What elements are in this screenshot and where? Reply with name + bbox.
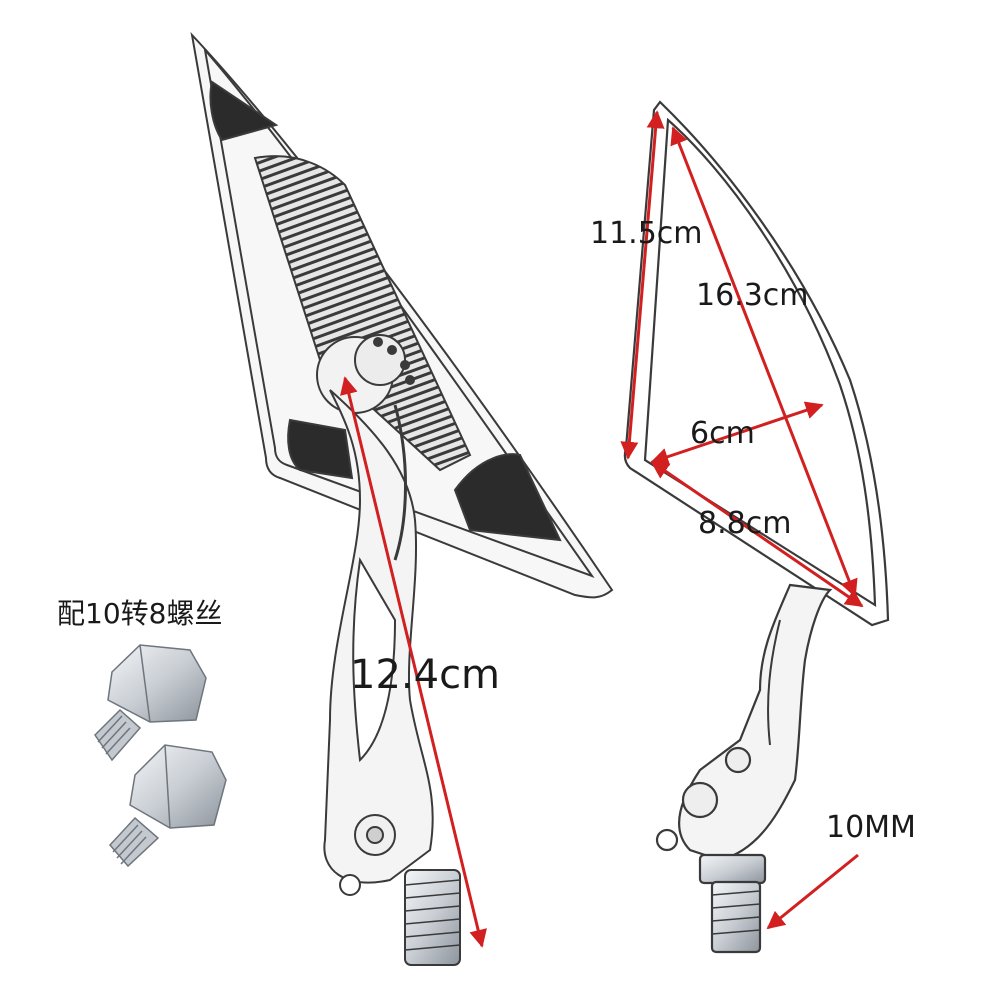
mirror-diagonal-label: 16.3cm bbox=[696, 278, 809, 313]
thread-size-label: 10MM bbox=[826, 810, 916, 845]
arrow-mirror-side bbox=[620, 110, 665, 460]
arrow-mirror-base bbox=[650, 460, 864, 608]
mirror-base-label: 8.8cm bbox=[698, 506, 792, 541]
dimension-arrows bbox=[340, 110, 864, 948]
mirror-side-label: 11.5cm bbox=[590, 216, 703, 251]
adapter-bolt-2 bbox=[108, 744, 227, 868]
bolt-caption: 配10转8螺丝 bbox=[57, 597, 223, 630]
arrow-mirror-width bbox=[650, 401, 824, 466]
left-mirror-back bbox=[190, 31, 614, 966]
adapter-bolts bbox=[94, 644, 227, 868]
stem-length-label: 12.4cm bbox=[350, 652, 501, 698]
adapter-bolt-1 bbox=[94, 644, 207, 762]
arrow-thread-size bbox=[766, 853, 859, 930]
mirror-width-label: 6cm bbox=[690, 416, 755, 451]
arrow-stem-length bbox=[340, 376, 487, 948]
